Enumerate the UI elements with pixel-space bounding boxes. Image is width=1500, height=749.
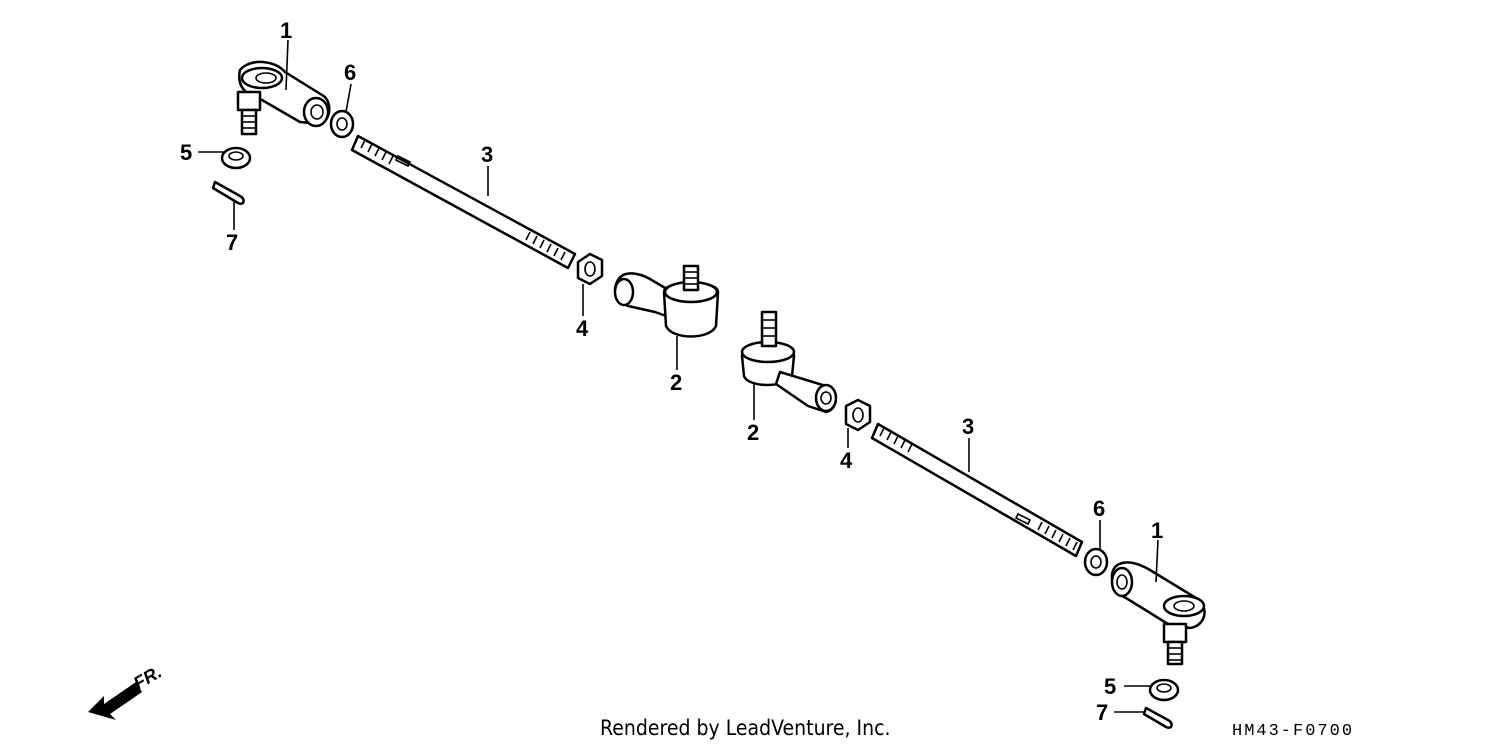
callout-part-1-left: 1 xyxy=(280,18,292,43)
tie-rod-end-left xyxy=(236,60,331,136)
callout-part-3-right: 3 xyxy=(962,414,974,439)
callout-part-6-right: 6 xyxy=(1093,496,1105,521)
callout-part-2-right: 2 xyxy=(747,420,759,445)
inner-tie-rod-end-left xyxy=(613,264,720,338)
callout-part-7-left: 7 xyxy=(226,230,238,255)
lock-washer-left xyxy=(329,109,355,139)
castle-nut-right xyxy=(1148,678,1180,702)
callout-part-4-left: 4 xyxy=(576,316,589,341)
castle-nut-left xyxy=(220,146,252,170)
tie-rod-end-right xyxy=(1110,561,1206,666)
lock-washer-right xyxy=(1083,547,1109,577)
tie-rod-left xyxy=(350,134,577,270)
callout-part-2-left: 2 xyxy=(670,370,682,395)
callout-part-7-right: 7 xyxy=(1096,700,1108,725)
callout-part-1-right: 1 xyxy=(1151,518,1163,543)
callout-part-5-left: 5 xyxy=(180,140,192,165)
figure-code: HM43-F0700 xyxy=(1232,722,1355,741)
render-credit: Rendered by LeadVenture, Inc. xyxy=(600,716,891,740)
inner-tie-rod-end-right xyxy=(740,310,838,414)
front-direction-arrow: FR. xyxy=(88,662,165,720)
cotter-pin-right xyxy=(1142,706,1173,729)
cotter-pin-left xyxy=(211,180,245,205)
leader-lines xyxy=(198,39,1159,713)
callout-part-5-right: 5 xyxy=(1104,674,1116,699)
callout-part-3-left: 3 xyxy=(481,142,493,167)
callout-part-4-right: 4 xyxy=(840,448,853,473)
jam-nut-left xyxy=(576,252,604,286)
jam-nut-right xyxy=(844,398,872,432)
tie-rod-right xyxy=(870,422,1084,558)
callout-labels: 1 6 5 7 3 4 2 2 4 3 6 1 5 7 xyxy=(180,18,1163,725)
callout-part-6-left: 6 xyxy=(344,60,356,85)
